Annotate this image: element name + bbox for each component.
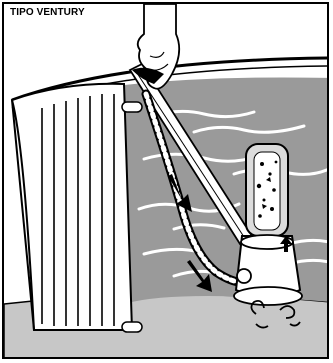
figure-title: TIPO VENTURY <box>10 7 85 18</box>
pool-wall <box>12 84 142 332</box>
figure-frame: TIPO VENTURY <box>2 2 329 359</box>
hand-icon <box>132 4 179 89</box>
pool-vacuum-illustration <box>4 4 329 359</box>
